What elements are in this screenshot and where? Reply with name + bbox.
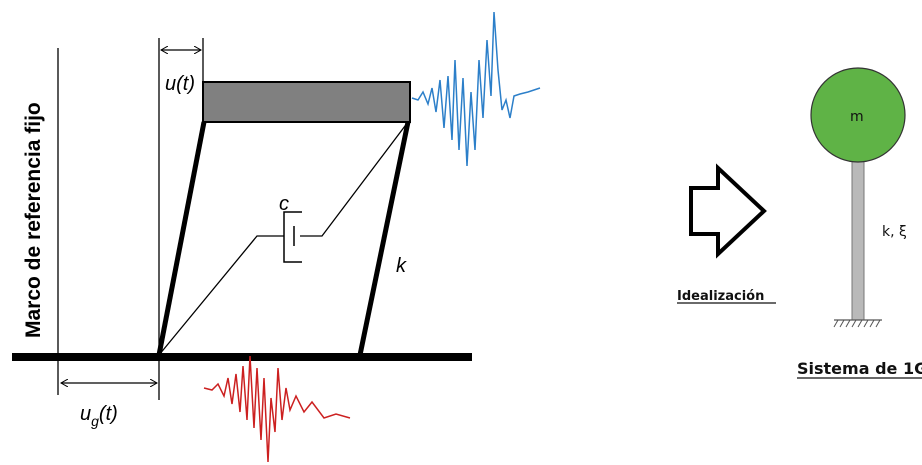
mass-label: m (850, 109, 864, 125)
stiffness-k-label: k (396, 255, 407, 277)
damper-brace-upper (300, 121, 409, 237)
ug-displacement-label: ug(t) (80, 403, 118, 429)
idealization-label: Idealización (677, 289, 764, 304)
idealization-arrow-icon (689, 163, 767, 259)
mass-slab (202, 81, 411, 123)
left-column (156, 121, 207, 356)
sdof-column (851, 155, 865, 321)
fixed-reference-label: Marco de referencia fijo (22, 102, 45, 338)
damper-cylinder (283, 211, 302, 263)
u-displacement-label: u(t) (165, 73, 195, 95)
ground-motion-signal (203, 355, 351, 463)
stiffness-damping-label: k, ξ (882, 224, 907, 240)
damping-label: c (279, 193, 289, 215)
right-column (357, 121, 411, 356)
sdof-mass (810, 67, 906, 163)
top-response-signal (411, 11, 541, 167)
system-label: Sistema de 1GL (797, 359, 922, 378)
damper-brace (158, 235, 284, 356)
fixed-support-hatch (833, 319, 881, 328)
